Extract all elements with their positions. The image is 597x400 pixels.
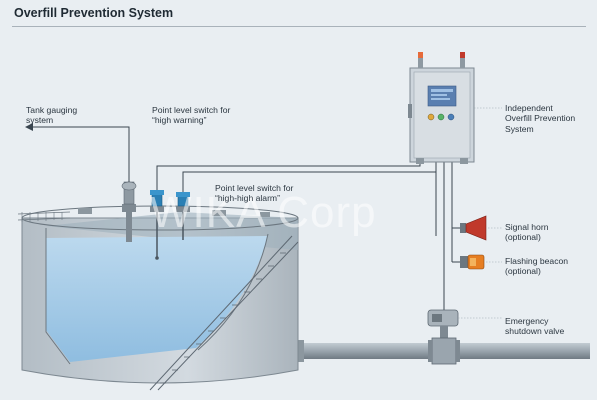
leader-lines (458, 107, 502, 319)
control-cabinet (408, 52, 475, 164)
label-high-warning: Point level switch for “high warning” (152, 105, 231, 126)
label-tank-gauging: Tank gauging system (26, 105, 78, 126)
label-high-high-alarm: Point level switch for “high-high alarm” (215, 183, 294, 204)
label-independent-ops: Independent Overfill Prevention System (505, 103, 576, 134)
signal-horn-icon (460, 215, 487, 241)
tank-liquid (46, 236, 268, 362)
storage-tank (17, 205, 299, 391)
high-warning-switch (150, 190, 164, 260)
page-title: Overfill Prevention System (14, 6, 174, 20)
tank-stairs (149, 235, 299, 391)
high-high-alarm-switch (176, 192, 190, 240)
label-signal-horn: Signal horn (optional) (505, 222, 549, 243)
title-divider (12, 26, 586, 27)
watermark: WIKA Corp (150, 188, 377, 237)
flashing-beacon-icon (460, 254, 485, 270)
shutdown-valve-icon (427, 309, 460, 365)
label-flashing-beacon: Flashing beacon (optional) (505, 256, 569, 277)
label-emergency-valve: Emergency shutdown valve (505, 316, 565, 337)
